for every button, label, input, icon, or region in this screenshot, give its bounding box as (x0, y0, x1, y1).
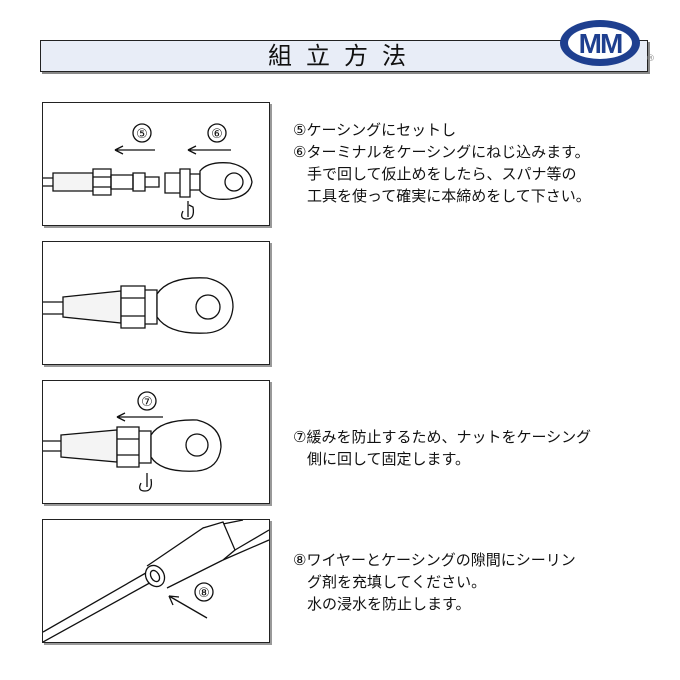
text-line: 工具を使って確実に本締めをして下さい。 (307, 187, 591, 205)
text-line: ⑧ワイヤーとケーシングの隙間にシーリン (293, 551, 576, 569)
step-7-text: ⑦緩みを防止するため、ナットをケーシング側に回して固定します。 (293, 426, 591, 470)
registered-mark: ® (646, 54, 655, 64)
text-line: 手で回して仮止めをしたら、スパナ等の (307, 165, 577, 183)
text-line: ⑦緩みを防止するため、ナットをケーシング (293, 428, 592, 446)
label-6: ⑥ (211, 127, 223, 142)
page-title: 組立方法 (40, 40, 648, 72)
arrow-left-icon (116, 412, 163, 422)
rotate-icon (139, 473, 153, 492)
text-line: ⑥ターミナルをケーシングにねじ込みます。 (293, 143, 590, 161)
step-5-6-diagram: ⑤ ⑥ (42, 102, 270, 226)
label-5: ⑤ (136, 127, 148, 142)
svg-text:MM: MM (579, 28, 622, 59)
assembled-diagram (42, 241, 270, 365)
mm-logo: MM (560, 20, 640, 66)
arrow-left-icon (114, 145, 155, 155)
rotate-icon (181, 201, 195, 220)
text-line: グ剤を充填してください。 (307, 573, 487, 591)
step-7-diagram: ⑦ (42, 380, 270, 504)
arrow-left-icon (187, 145, 231, 155)
text-line: 側に回して固定します。 (307, 450, 471, 468)
label-8: ⑧ (198, 586, 210, 601)
arrow-icon (168, 595, 208, 619)
step-5-6-text: ⑤ケーシングにセットし ⑥ターミナルをケーシングにねじ込みます。手で回して仮止めを… (293, 119, 591, 207)
label-7: ⑦ (141, 395, 153, 410)
text-line: 水の浸水を防止します。 (307, 595, 471, 613)
text-line: ⑤ケーシングにセットし (293, 121, 457, 139)
step-8-diagram: ⑧ (42, 519, 270, 643)
step-8-text: ⑧ワイヤーとケーシングの隙間にシーリング剤を充填してください。水の浸水を防止しま… (293, 549, 576, 615)
